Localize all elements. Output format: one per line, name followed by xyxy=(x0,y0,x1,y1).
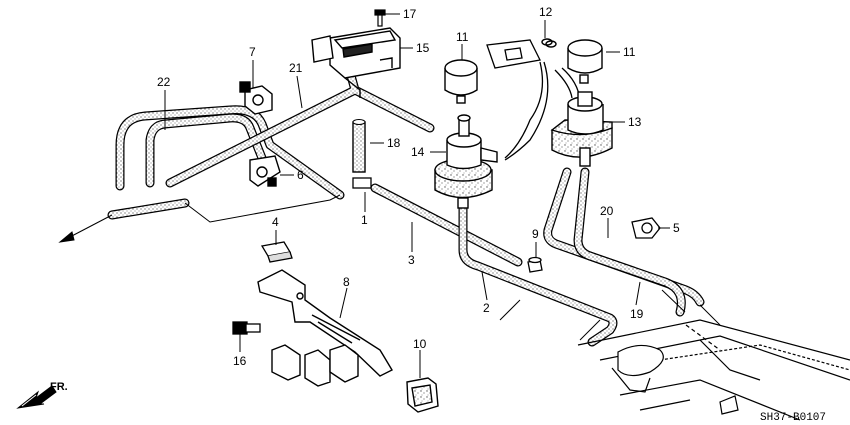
callout-19: 19 xyxy=(630,307,644,321)
solenoid-valve-14 xyxy=(434,114,498,209)
front-arrow-icon xyxy=(16,385,57,409)
callout-22: 22 xyxy=(157,75,171,89)
callout-4: 4 xyxy=(272,215,279,229)
clip-4 xyxy=(260,241,293,263)
callout-2: 2 xyxy=(483,301,490,315)
callout-13: 13 xyxy=(628,115,642,129)
callout-9: 9 xyxy=(532,227,539,241)
bracket-8 xyxy=(257,269,393,387)
hose-direction-arrow xyxy=(58,214,113,243)
callout-21: 21 xyxy=(289,61,303,75)
joint-1 xyxy=(352,177,372,189)
callout-12: 12 xyxy=(539,5,553,19)
callout-5: 5 xyxy=(673,221,680,235)
bolt-16 xyxy=(232,321,261,335)
callout-8: 8 xyxy=(343,275,350,289)
callout-15: 15 xyxy=(416,41,430,55)
hose-22 xyxy=(107,105,345,220)
diagram-code: SH37-B0107 xyxy=(760,412,826,424)
hose-19 xyxy=(573,167,686,317)
hose-20 xyxy=(543,167,705,307)
callout-16: 16 xyxy=(233,354,247,368)
callout-17: 17 xyxy=(403,7,417,21)
solenoid-valve-13 xyxy=(550,91,613,167)
bracket-6 xyxy=(249,155,281,187)
rubber-block-10 xyxy=(406,377,439,413)
solenoid-cap-11-left xyxy=(444,59,478,104)
callout-18: 18 xyxy=(387,136,401,150)
callout-10: 10 xyxy=(413,337,427,351)
callout-3: 3 xyxy=(408,253,415,267)
callout-7: 7 xyxy=(249,45,256,59)
hose-18 xyxy=(352,119,366,173)
clip-5 xyxy=(631,217,661,239)
callout-11-left: 11 xyxy=(456,30,469,44)
leader-lines xyxy=(164,13,721,378)
callout-1: 1 xyxy=(361,213,368,227)
bracket-7 xyxy=(239,81,273,115)
front-label: FR. xyxy=(50,381,68,393)
callout-14: 14 xyxy=(411,145,425,159)
callout-11-right: 11 xyxy=(623,45,636,59)
engine-section xyxy=(577,319,850,421)
control-box-15 xyxy=(311,27,401,98)
callout-20: 20 xyxy=(600,204,614,218)
callout-6: 6 xyxy=(297,168,304,182)
bolt-17 xyxy=(374,9,386,27)
solenoid-cap-11-right xyxy=(567,39,603,84)
clip-12 xyxy=(541,38,557,48)
wire-harness xyxy=(486,39,581,161)
cap-9 xyxy=(527,256,543,273)
hose-2 xyxy=(458,200,618,347)
hose-3 xyxy=(370,183,523,267)
